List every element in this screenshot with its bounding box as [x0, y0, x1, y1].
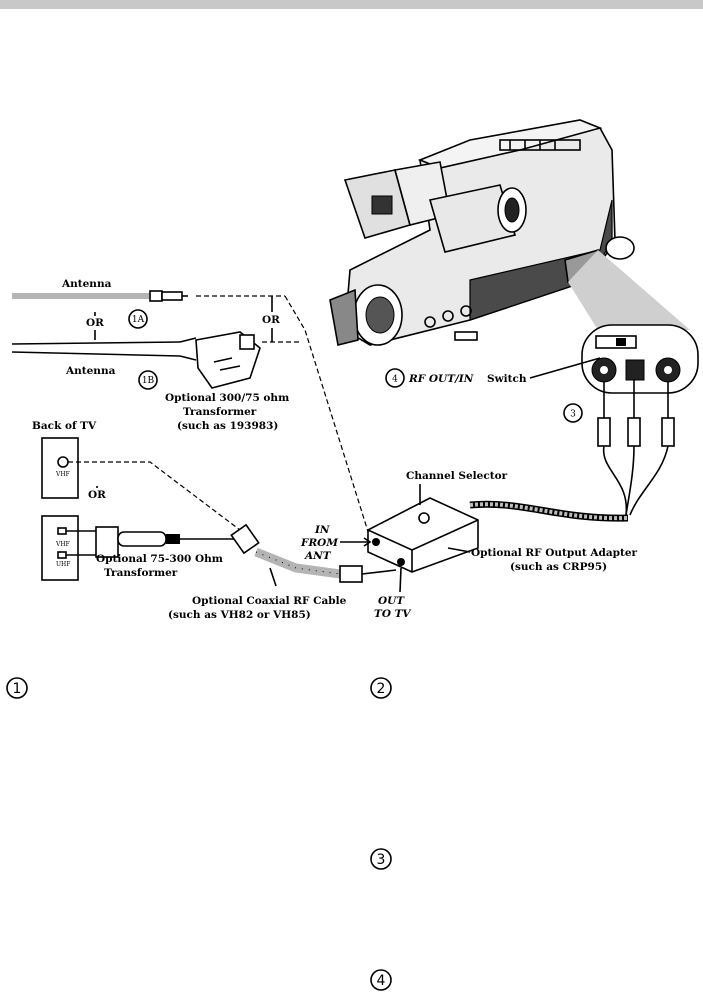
badge-3: 3 [563, 403, 583, 423]
jack-panel-closeup [581, 324, 699, 394]
rf-output-adapter: Channel Selector IN FROM ANT OUT TO TV O… [300, 470, 638, 620]
antenna-section: Antenna OR 1A Antenna 1B Optional 300/75… [11, 278, 371, 539]
rca-plugs [597, 380, 675, 516]
svg-text:UHF: UHF [56, 561, 70, 568]
rf-switch-callout: 4 RF OUT/IN Switch [385, 357, 601, 388]
rf-adapter-line1: Optional RF Output Adapter [471, 547, 638, 559]
step-2: 2 [370, 677, 392, 699]
transformer-300-75-line3: (such as 193983) [177, 420, 278, 432]
svg-text:4: 4 [392, 375, 398, 385]
back-of-tv-section: Back of TV VHF OR VHF UHF Optional 75-30… [32, 420, 241, 581]
svg-text:1B: 1B [142, 376, 155, 386]
transformer-75-300-line2: Transformer [104, 567, 178, 579]
camcorder-illustration [329, 119, 635, 346]
or-label-right: OR [262, 314, 280, 326]
antenna-label-top: Antenna [61, 278, 112, 290]
or-label-tv: OR [88, 489, 106, 501]
step-4: 4 [370, 969, 392, 991]
antenna-label-bottom: Antenna [65, 365, 116, 377]
transformer-300-75-line1: Optional 300/75 ohm [165, 392, 289, 404]
transformer-300-75-line2: Transformer [183, 406, 257, 418]
svg-text:2: 2 [377, 681, 386, 697]
svg-text:1A: 1A [132, 315, 145, 325]
svg-text:VHF: VHF [55, 541, 70, 548]
in-from-ant-line1: IN [314, 524, 330, 536]
coax-cable-line1: Optional Coaxial RF Cable [192, 595, 347, 607]
svg-text:3: 3 [377, 852, 386, 868]
channel-selector-label: Channel Selector [406, 470, 508, 482]
svg-text:4: 4 [377, 973, 386, 989]
out-to-tv-line1: OUT [378, 595, 405, 607]
back-of-tv-label: Back of TV [32, 420, 97, 432]
in-from-ant-line3: ANT [304, 550, 332, 562]
svg-text:1: 1 [13, 681, 22, 697]
step-3: 3 [370, 848, 392, 870]
rf-adapter-line2: (such as CRP95) [510, 561, 607, 573]
rf-switch-label-b: Switch [487, 373, 527, 385]
out-to-tv-line2: TO TV [374, 608, 412, 620]
in-from-ant-line2: FROM [300, 537, 338, 549]
zoom-wedge [568, 250, 690, 330]
rf-switch-label-a: RF OUT/IN [408, 373, 474, 385]
svg-text:VHF: VHF [55, 471, 70, 478]
top-gray-bar [0, 0, 703, 9]
or-label-left: OR [86, 317, 104, 329]
coax-cable-line2: (such as VH82 or VH85) [168, 609, 311, 621]
transformer-75-300-line1: Optional 75-300 Ohm [96, 553, 223, 565]
step-1: 1 [6, 677, 28, 699]
coax-cable: Optional Coaxial RF Cable (such as VH82 … [168, 523, 397, 621]
svg-text:3: 3 [570, 410, 576, 420]
